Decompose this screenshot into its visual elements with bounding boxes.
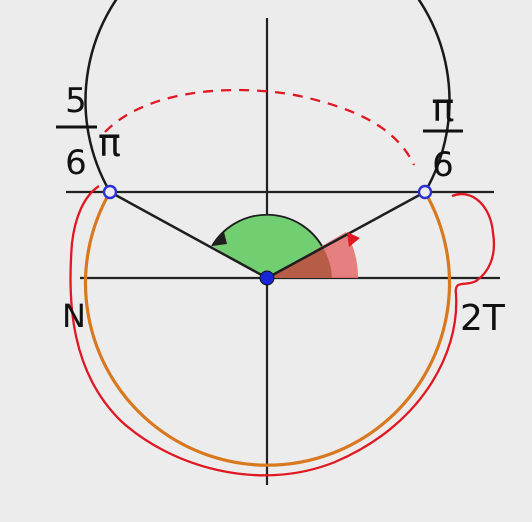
left-point	[102, 184, 118, 200]
right-angle-numerator: π	[432, 86, 455, 130]
green-angle-arc	[211, 213, 323, 247]
right-point	[417, 184, 433, 200]
left-angle-denominator: 6	[65, 143, 87, 183]
left-radius-line	[109, 190, 268, 280]
origin-point	[259, 270, 275, 286]
lower-arc	[83, 191, 452, 467]
left-angle-numerator: 5	[65, 81, 87, 121]
red-freehand-annotation	[69, 185, 496, 477]
left-angle-pi: π	[98, 121, 121, 165]
right-angle-denominator: 6	[432, 145, 454, 185]
red-arrowhead-icon	[347, 232, 360, 247]
green-angle-sector	[212, 214, 322, 278]
right-radius-line	[266, 190, 426, 280]
green-arrowhead-icon	[212, 232, 227, 246]
left-axis-label: N	[62, 297, 86, 335]
upper-arc	[84, 0, 451, 193]
red-dashed-upper-annotation	[104, 88, 416, 166]
right-axis-label: 2T	[460, 298, 506, 339]
